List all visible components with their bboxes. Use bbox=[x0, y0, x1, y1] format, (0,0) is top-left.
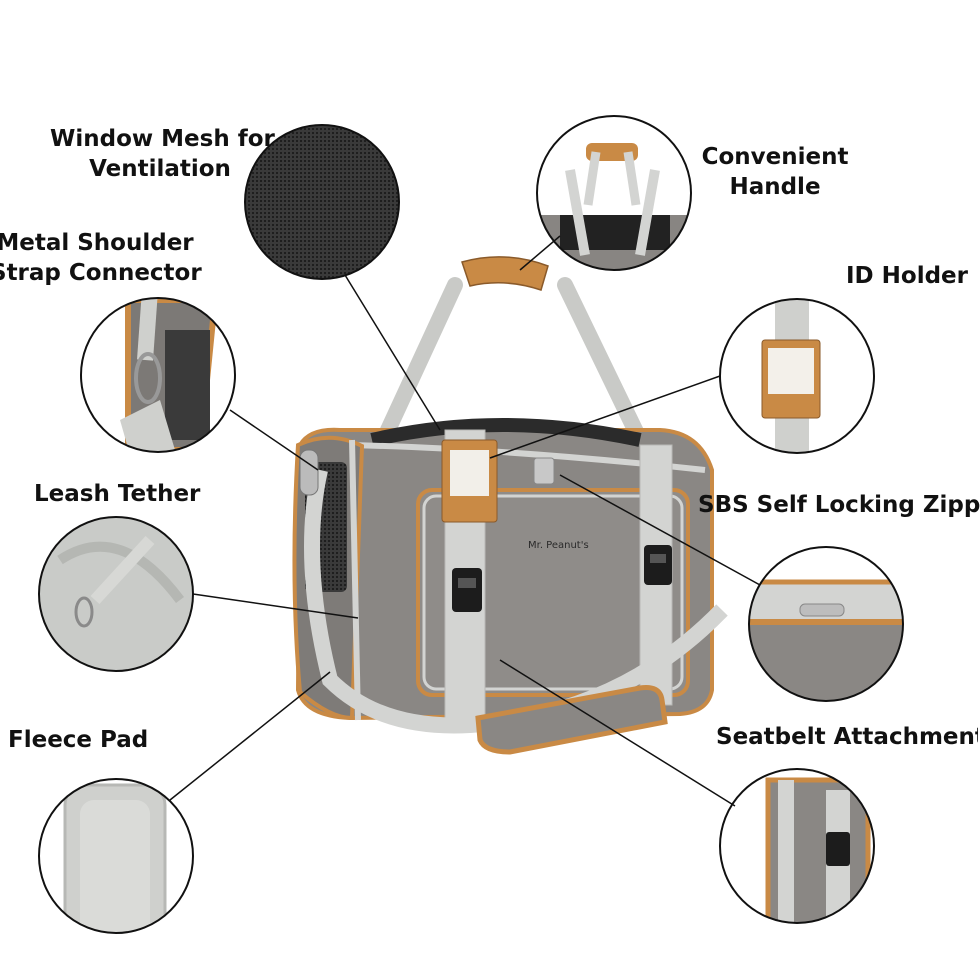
fleece-pad-circle bbox=[38, 778, 194, 934]
leash-tether-detail bbox=[39, 517, 193, 671]
handle-circle bbox=[536, 115, 692, 271]
strap-connector-detail bbox=[81, 298, 235, 452]
seatbelt-circle bbox=[719, 768, 875, 924]
label-window-mesh: Window Mesh for Ventilation bbox=[50, 126, 275, 182]
handle-detail bbox=[537, 116, 691, 270]
label-seatbelt: Seatbelt Attachment bbox=[716, 724, 978, 750]
label-leash-tether: Leash Tether bbox=[34, 481, 201, 507]
label-fleece-pad: Fleece Pad bbox=[8, 727, 149, 753]
id-holder-detail bbox=[720, 299, 874, 453]
label-zipper: SBS Self Locking Zipper bbox=[698, 492, 980, 518]
strap-connector-circle bbox=[80, 297, 236, 453]
window-mesh-detail bbox=[245, 125, 399, 279]
fleece-pad-detail bbox=[39, 779, 193, 933]
leader-lines bbox=[169, 235, 761, 807]
seatbelt-detail bbox=[720, 769, 874, 923]
main-carrier bbox=[292, 256, 728, 755]
label-handle: Convenient Handle bbox=[701, 144, 849, 200]
zipper-circle bbox=[748, 546, 904, 702]
window-mesh-circle bbox=[244, 124, 400, 280]
label-shoulder-strap-connector: Metal Shoulder Strap Connector bbox=[0, 230, 202, 286]
label-id-holder: ID Holder bbox=[846, 263, 968, 289]
brand-logo: Mr. Peanut's bbox=[528, 540, 589, 551]
